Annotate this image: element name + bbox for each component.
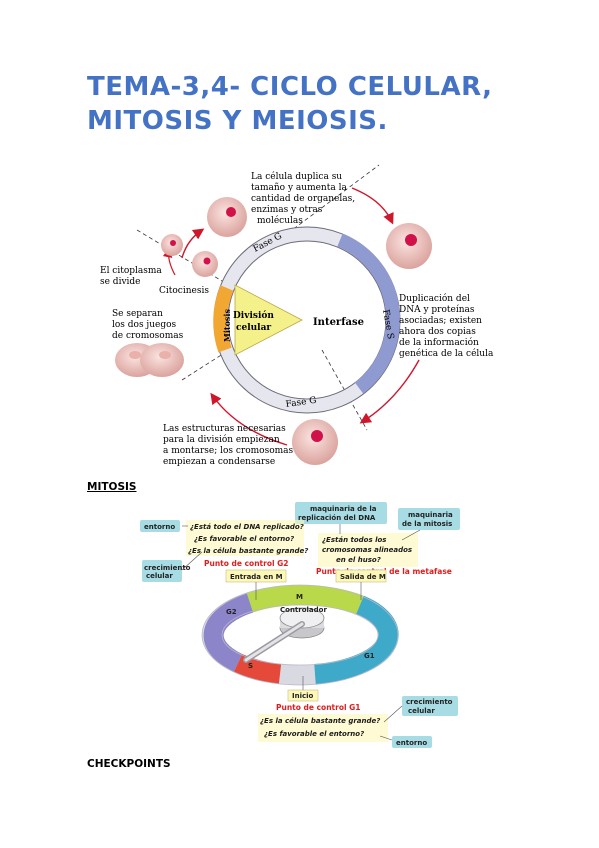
svg-text:ahora dos copias: ahora dos copias (399, 327, 476, 337)
questions-metafase: ¿Están todos los cromosomas alineados en… (322, 536, 412, 564)
guide-line-left-top (136, 229, 238, 291)
svg-text:de la información: de la información (399, 337, 479, 348)
cell-icon-right (386, 223, 432, 269)
dividing-cell-icon (115, 343, 184, 377)
svg-text:celular: celular (146, 572, 173, 580)
controller-dial (243, 607, 325, 663)
svg-text:replicación del DNA: replicación del DNA (298, 514, 376, 522)
svg-text:¿Es la célula bastante grande?: ¿Es la célula bastante grande? (188, 547, 308, 555)
note-separan: Se separan los dos juegos de cromosomas (112, 309, 184, 341)
section-heading-checkpoints: CHECKPOINTS (87, 758, 171, 770)
note-estructuras: Las estructuras necesarias para la divis… (163, 424, 294, 467)
cell-icon-large-top (207, 197, 247, 237)
checkpoint-ring (201, 584, 399, 686)
mitosis-band-label: Mitosis (222, 309, 232, 342)
svg-text:de cromosomas: de cromosomas (112, 331, 184, 341)
svg-text:La célula duplica su: La célula duplica su (251, 171, 342, 182)
citocinesis-label: Citocinesis (159, 286, 209, 296)
svg-text:para la división empiezan: para la división empiezan (163, 434, 280, 445)
division-label-1: División (233, 310, 274, 321)
svg-text:asociadas; existen: asociadas; existen (399, 316, 482, 326)
note-duplica: La célula duplica su tamaño y aumenta la… (251, 171, 355, 226)
svg-text:celular: celular (408, 707, 435, 715)
tag-maquinaria-dna (295, 502, 387, 524)
seg-g1-label: G1 (364, 652, 375, 660)
svg-text:los dos juegos: los dos juegos (112, 320, 177, 330)
svg-text:El citoplasma: El citoplasma (100, 266, 162, 276)
interfase-label: Interfase (313, 317, 364, 328)
note-citoplasma: El citoplasma se divide (100, 266, 162, 287)
svg-text:empiezan a condensarse: empiezan a condensarse (163, 457, 275, 467)
svg-text:crecimiento: crecimiento (406, 698, 453, 706)
section-heading-mitosis: MITOSIS (87, 481, 137, 493)
arrow-right (359, 359, 420, 424)
svg-text:entorno: entorno (144, 523, 175, 531)
arrow-left (181, 228, 205, 259)
svg-text:Las estructuras necesarias: Las estructuras necesarias (163, 424, 286, 434)
questions-g2: ¿Está todo el DNA replicado? ¿Es favorab… (188, 523, 308, 555)
division-label-2: celular (236, 323, 271, 333)
tag-crecimiento-left (142, 560, 182, 582)
tag-entorno-top (140, 520, 180, 532)
cell-icon-bottom (292, 419, 338, 465)
tag-entorno-bottom (392, 736, 432, 748)
svg-text:se divide: se divide (100, 277, 141, 287)
svg-text:¿Es favorable el entorno?: ¿Es favorable el entorno? (194, 535, 294, 543)
note-dna: Duplicación del DNA y proteínas asociada… (399, 293, 494, 359)
phase-g2-label: Fase G (285, 396, 317, 410)
svg-text:maquinaria de la: maquinaria de la (310, 505, 377, 513)
svg-text:crecimiento: crecimiento (144, 564, 191, 572)
punto-control-g2: Punto de control G2 (204, 559, 289, 568)
punto-control-g1: Punto de control G1 (276, 703, 361, 712)
checkpoint-figure: .cp { font-family: "DejaVu Sans", sans-s… (140, 502, 460, 748)
arrow-top (351, 187, 394, 225)
svg-text:Duplicación del: Duplicación del (399, 293, 470, 304)
cell-icon-small-2 (192, 251, 218, 277)
cell-cycle-figure: Fase G Fase S Fase G División celular Mi… (100, 164, 494, 467)
svg-text:moléculas: moléculas (257, 215, 303, 226)
svg-text:genética de la célula: genética de la célula (399, 348, 494, 359)
svg-text:Salida de M: Salida de M (340, 573, 386, 581)
svg-text:cromosomas alineados: cromosomas alineados (322, 546, 412, 554)
svg-text:enzimas y otras: enzimas y otras (251, 205, 323, 215)
page-title: TEMA-3,4- CICLO CELULAR, MITOSIS Y MEIOS… (87, 72, 493, 136)
svg-text:a montarse; los cromosomas: a montarse; los cromosomas (163, 446, 294, 456)
svg-text:entorno: entorno (396, 739, 427, 747)
svg-text:Entrada en M: Entrada en M (230, 573, 283, 581)
svg-text:cantidad de organelas,: cantidad de organelas, (251, 194, 355, 204)
svg-text:¿Es favorable el entorno?: ¿Es favorable el entorno? (264, 730, 364, 738)
svg-text:tamaño y aumenta la: tamaño y aumenta la (251, 183, 347, 193)
svg-text:¿Están todos los: ¿Están todos los (322, 536, 386, 544)
seg-s-label: S (248, 662, 253, 670)
questions-g1: ¿Es la célula bastante grande? ¿Es favor… (260, 717, 380, 738)
mitosis-band (213, 285, 234, 353)
svg-text:maquinaria: maquinaria (408, 511, 453, 519)
arrow-bottom (210, 392, 288, 446)
svg-text:¿Es la célula bastante grande?: ¿Es la célula bastante grande? (260, 717, 380, 725)
division-wedge (234, 284, 303, 356)
tag-maquinaria-mitosis (398, 508, 460, 530)
s-phase-band (337, 233, 401, 394)
svg-text:de la mitosis: de la mitosis (402, 520, 452, 528)
svg-text:Se separan: Se separan (112, 309, 163, 319)
seg-m-label: M (296, 593, 303, 601)
svg-text:¿Está todo el DNA replicado?: ¿Está todo el DNA replicado? (190, 523, 304, 531)
svg-text:DNA y proteínas: DNA y proteínas (399, 304, 475, 315)
svg-text:en el huso?: en el huso? (336, 556, 381, 564)
tag-crecimiento-right (402, 696, 458, 716)
cell-icon-small-1 (161, 234, 183, 256)
svg-text:Inicio: Inicio (292, 692, 314, 700)
guide-line-left-bottom (181, 344, 238, 381)
seg-g2-label: G2 (226, 608, 237, 616)
controlador-label: Controlador (280, 606, 327, 614)
